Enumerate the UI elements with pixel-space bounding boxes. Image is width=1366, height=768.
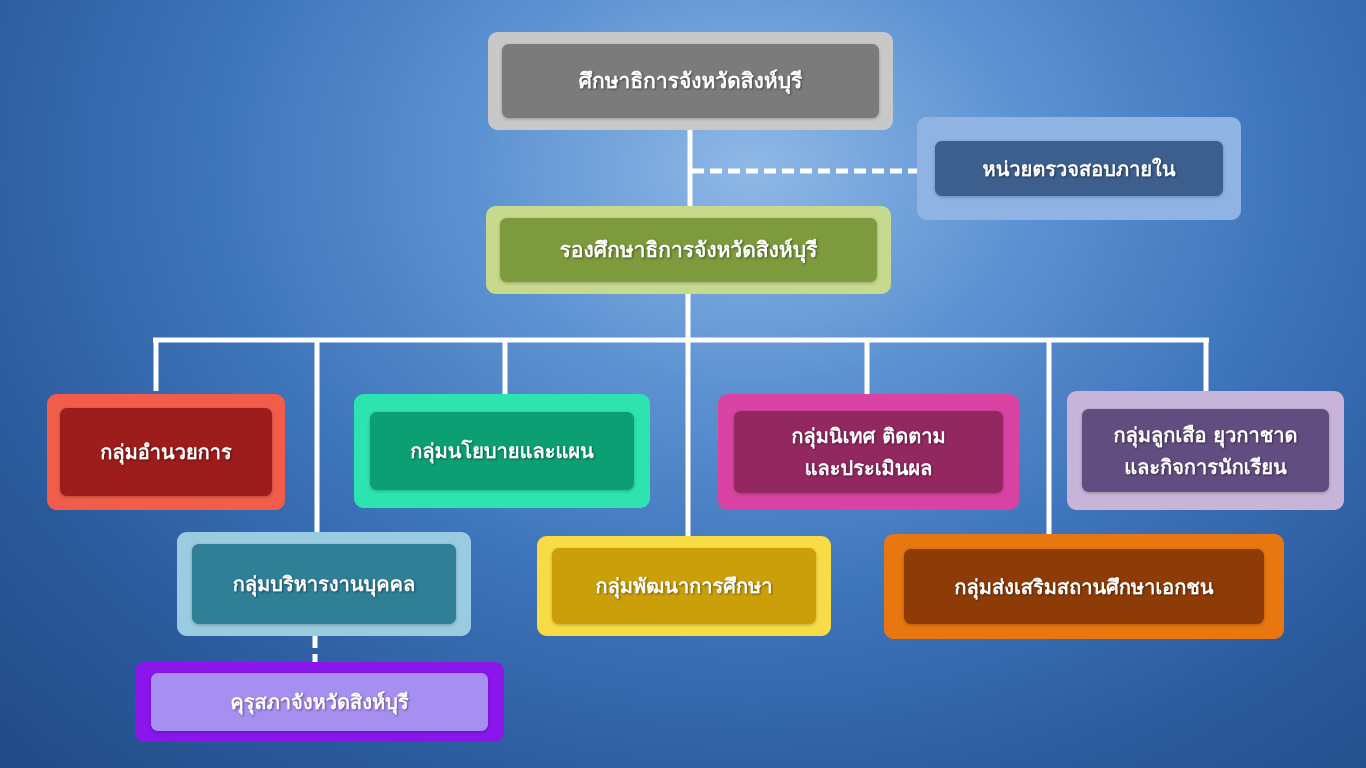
- node-education-development-group: กลุ่มพัฒนาการศึกษา: [537, 536, 831, 636]
- director-label: ศึกษาธิการจังหวัดสิงห์บุรี: [502, 44, 879, 118]
- scout-label-line2: และกิจการนักเรียน: [1124, 454, 1287, 479]
- scout-label-line1: กลุ่มลูกเสือ ยุวกาชาด: [1113, 422, 1298, 447]
- node-teachers-council: คุรุสภาจังหวัดสิงห์บุรี: [135, 662, 504, 742]
- node-deputy-director: รองศึกษาธิการจังหวัดสิงห์บุรี: [486, 206, 891, 294]
- node-admin-group: กลุ่มอำนวยการ: [47, 394, 285, 510]
- node-provincial-education-director: ศึกษาธิการจังหวัดสิงห์บุรี: [488, 32, 893, 130]
- node-personnel-group: กลุ่มบริหารงานบุคคล: [177, 532, 471, 636]
- supervision-label-line2: และประเมินผล: [804, 456, 933, 480]
- teachers-council-label: คุรุสภาจังหวัดสิงห์บุรี: [151, 673, 488, 731]
- scout-label: กลุ่มลูกเสือ ยุวกาชาด และกิจการนักเรียน: [1082, 409, 1329, 492]
- internal-audit-label: หน่วยตรวจสอบภายใน: [935, 141, 1223, 196]
- supervision-label: กลุ่มนิเทศ ติดตาม และประเมินผล: [734, 411, 1003, 493]
- node-policy-planning-group: กลุ่มนโยบายและแผน: [354, 394, 650, 508]
- deputy-label: รองศึกษาธิการจังหวัดสิงห์บุรี: [500, 218, 877, 282]
- node-internal-audit-unit: หน่วยตรวจสอบภายใน: [917, 117, 1241, 220]
- development-label: กลุ่มพัฒนาการศึกษา: [552, 548, 816, 624]
- node-supervision-group: กลุ่มนิเทศ ติดตาม และประเมินผล: [718, 394, 1019, 510]
- node-scout-student-affairs-group: กลุ่มลูกเสือ ยุวกาชาด และกิจการนักเรียน: [1067, 391, 1344, 510]
- personnel-label: กลุ่มบริหารงานบุคคล: [192, 544, 456, 624]
- supervision-label-line1: กลุ่มนิเทศ ติดตาม: [791, 424, 946, 448]
- node-private-education-group: กลุ่มส่งเสริมสถานศึกษาเอกชน: [884, 534, 1284, 639]
- admin-label: กลุ่มอำนวยการ: [60, 408, 272, 496]
- policy-label: กลุ่มนโยบายและแผน: [370, 412, 634, 490]
- private-ed-label: กลุ่มส่งเสริมสถานศึกษาเอกชน: [904, 549, 1264, 624]
